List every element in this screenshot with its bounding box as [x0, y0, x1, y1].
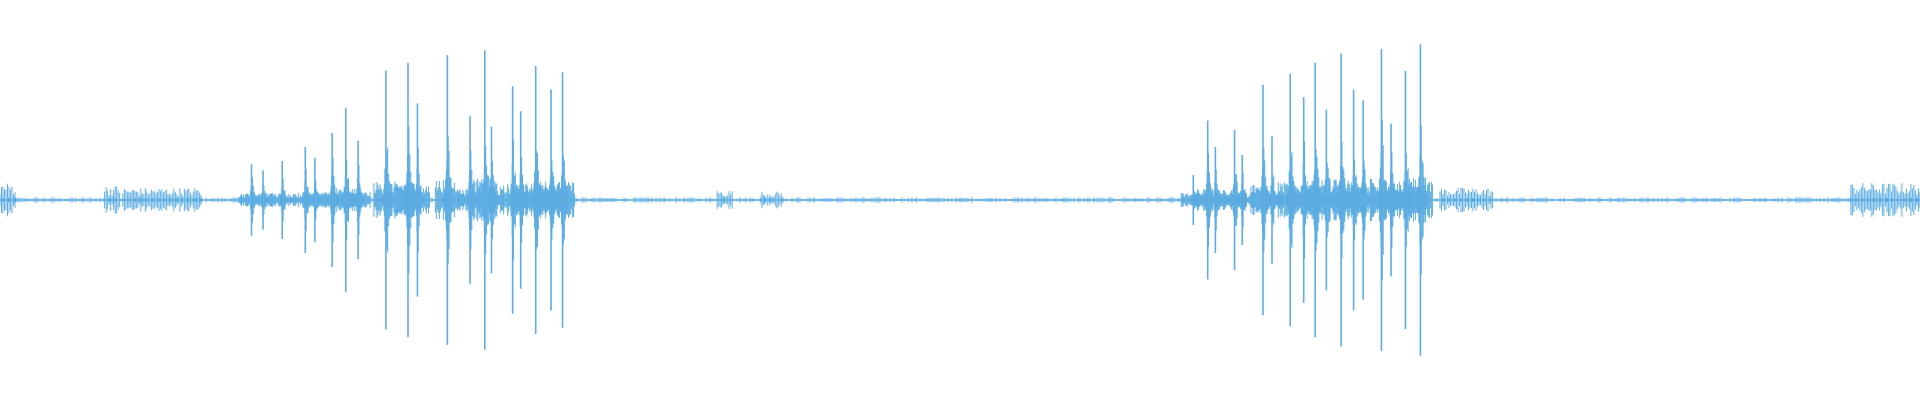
waveform-spikes — [239, 44, 1433, 356]
